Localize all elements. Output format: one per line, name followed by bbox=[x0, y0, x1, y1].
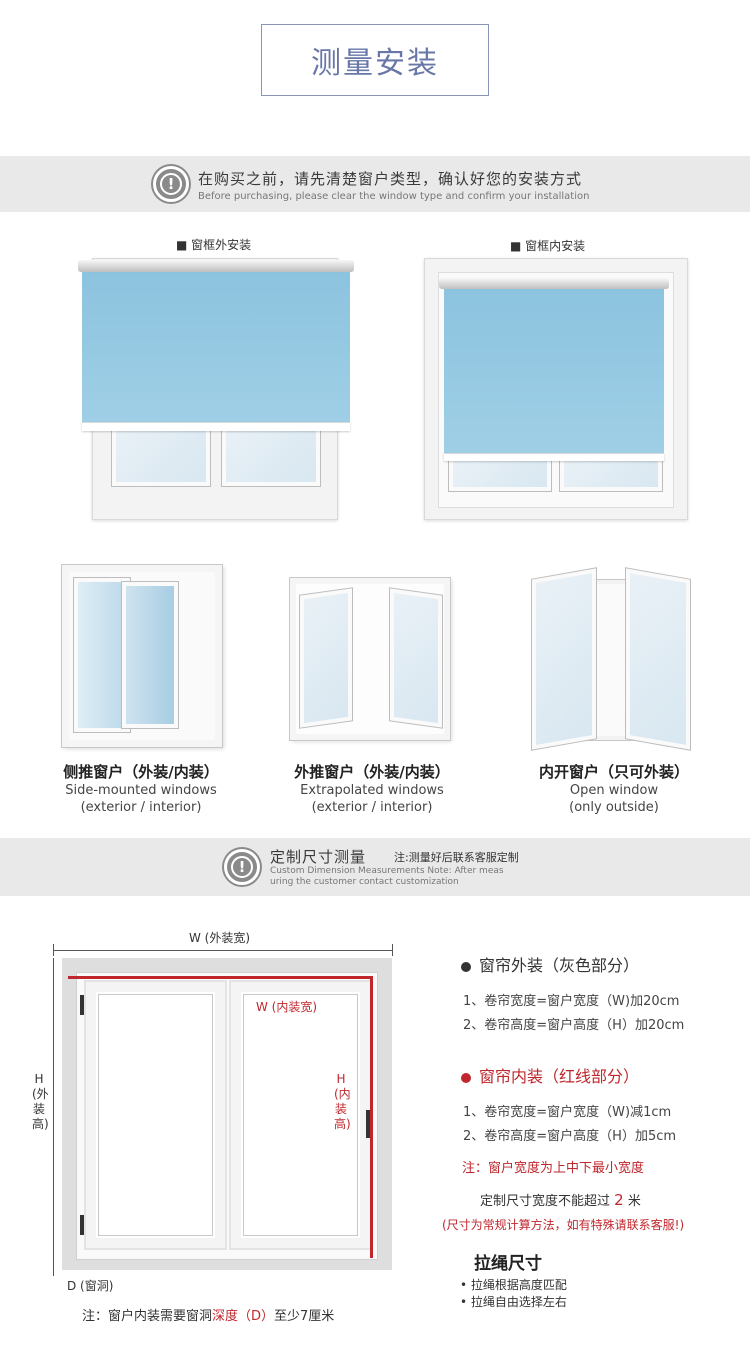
inner-window-left-sash bbox=[448, 454, 552, 492]
special-note: (尺寸为常规计算方法，如有特殊请联系客服!) bbox=[442, 1218, 685, 1232]
outward-window-right-sash bbox=[389, 587, 443, 729]
notice-text-en: Before purchasing, please clear the wind… bbox=[198, 191, 590, 202]
custom-measure-note: 注:测量好后联系客服定制 bbox=[394, 851, 519, 864]
sliding-window-title: 侧推窗户（外装/内装） bbox=[63, 763, 219, 781]
outer-spec-line-1: 1、卷帘宽度=窗户宽度（W)加20cm bbox=[463, 994, 680, 1009]
cord-item-1: • 拉绳根据高度匹配 bbox=[460, 1278, 567, 1292]
inward-window-en: Open window bbox=[569, 783, 659, 798]
inner-width-label: W (内装宽) bbox=[256, 1000, 318, 1014]
sliding-window-right-pane bbox=[121, 581, 179, 729]
outer-width-label: W (外装宽) bbox=[189, 931, 251, 945]
window-handle bbox=[366, 1110, 370, 1138]
outward-window-en: Extrapolated windows bbox=[300, 783, 444, 798]
window-left-sash bbox=[84, 980, 227, 1250]
outer-spec-line-2: 2、卷帘高度=窗户高度（H）加20cm bbox=[463, 1018, 685, 1033]
depth-note: 注：窗户内装需要窗洞深度（D）至少7厘米 bbox=[82, 1309, 335, 1324]
custom-measure-en-1: Custom Dimension Measurements Note: Afte… bbox=[270, 866, 504, 876]
outer-height-dimension-line bbox=[53, 958, 54, 1276]
inner-install-label: ■ 窗框内安装 bbox=[510, 239, 586, 253]
custom-measure-en-2: uring the customer contact customization bbox=[270, 877, 459, 887]
sliding-window-en-sub: (exterior / interior) bbox=[80, 800, 202, 815]
hinge-left-top bbox=[80, 995, 84, 1015]
outer-blind-bottom-bar bbox=[82, 422, 350, 431]
inner-width-red-line bbox=[68, 976, 372, 979]
notice-band bbox=[0, 156, 750, 212]
custom-measure-band bbox=[0, 838, 750, 896]
depth-label: D (窗洞) bbox=[67, 1279, 114, 1293]
inward-window-title: 内开窗户（只可外装） bbox=[538, 763, 689, 781]
outward-window-left-sash bbox=[299, 587, 353, 729]
page-title: 测量安装 bbox=[311, 46, 439, 81]
cord-title: 拉绳尺寸 bbox=[474, 1254, 542, 1274]
custom-measure-title: 定制尺寸测量 bbox=[270, 848, 367, 866]
inner-blind-bottom-bar bbox=[444, 453, 664, 461]
window-right-sash bbox=[229, 980, 372, 1250]
inner-height-label: H(内装高) bbox=[334, 1072, 351, 1131]
outer-window-left-sash bbox=[111, 419, 211, 487]
inner-spec-title: 窗帘内装（红线部分） bbox=[461, 1063, 639, 1087]
inner-spec-line-1: 1、卷帘宽度=窗户宽度（W)减1cm bbox=[463, 1105, 672, 1120]
max-width-note: 定制尺寸宽度不能超过 2 米 bbox=[480, 1191, 641, 1209]
outer-window-right-sash bbox=[221, 419, 321, 487]
hinge-left bbox=[80, 1215, 84, 1235]
cord-item-2: • 拉绳自由选择左右 bbox=[460, 1295, 567, 1309]
outer-width-dimension-line bbox=[53, 950, 393, 951]
outer-roller-tube bbox=[78, 260, 354, 272]
inner-blind-fabric bbox=[444, 289, 664, 453]
outer-height-label: H(外装高) bbox=[32, 1072, 49, 1131]
inward-window-left-sash bbox=[531, 567, 597, 751]
outer-width-tick-right bbox=[392, 944, 393, 956]
inward-window-right-sash bbox=[625, 567, 691, 751]
outer-install-label: ■ 窗框外安装 bbox=[176, 238, 252, 252]
sliding-window-en: Side-mounted windows bbox=[65, 783, 217, 798]
warning-icon-2: ! bbox=[224, 849, 260, 885]
inner-spec-note: 注：窗户宽度为上中下最小宽度 bbox=[462, 1161, 645, 1176]
inward-window-en-sub: (only outside) bbox=[569, 800, 659, 815]
page-title-box: 测量安装 bbox=[261, 24, 489, 96]
outer-width-tick-left bbox=[53, 944, 54, 956]
outer-blind-fabric bbox=[82, 272, 350, 422]
notice-text-cn: 在购买之前，请先清楚窗户类型，确认好您的安装方式 bbox=[198, 170, 583, 188]
outward-window-en-sub: (exterior / interior) bbox=[311, 800, 433, 815]
inner-height-red-line bbox=[370, 976, 373, 1258]
warning-icon: ! bbox=[153, 166, 189, 202]
outer-spec-title: 窗帘外装（灰色部分） bbox=[461, 952, 639, 976]
inner-spec-line-2: 2、卷帘高度=窗户高度（H）加5cm bbox=[463, 1129, 677, 1144]
sliding-window-left-pane bbox=[73, 577, 131, 733]
inner-roller-tube bbox=[439, 278, 669, 289]
outward-window-title: 外推窗户（外装/内装） bbox=[294, 763, 450, 781]
